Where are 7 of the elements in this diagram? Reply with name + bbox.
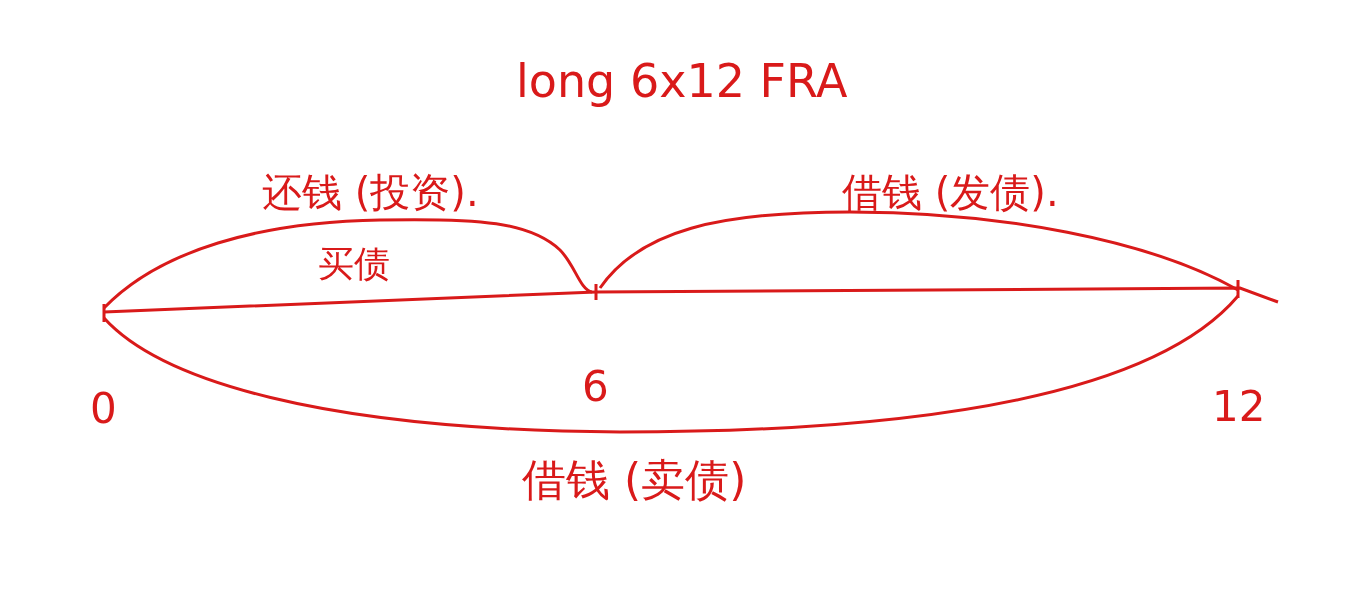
bracket-label: 还钱 (投资). [262,172,479,212]
tick-label: 12 [1212,386,1266,428]
bracket-label: 借钱 (卖债) [522,458,747,502]
tick-label: 6 [582,366,609,408]
bracket-label: 买债 [318,246,390,282]
tick-label: 0 [90,388,117,430]
bracket-label: 借钱 (发债). [842,172,1059,212]
